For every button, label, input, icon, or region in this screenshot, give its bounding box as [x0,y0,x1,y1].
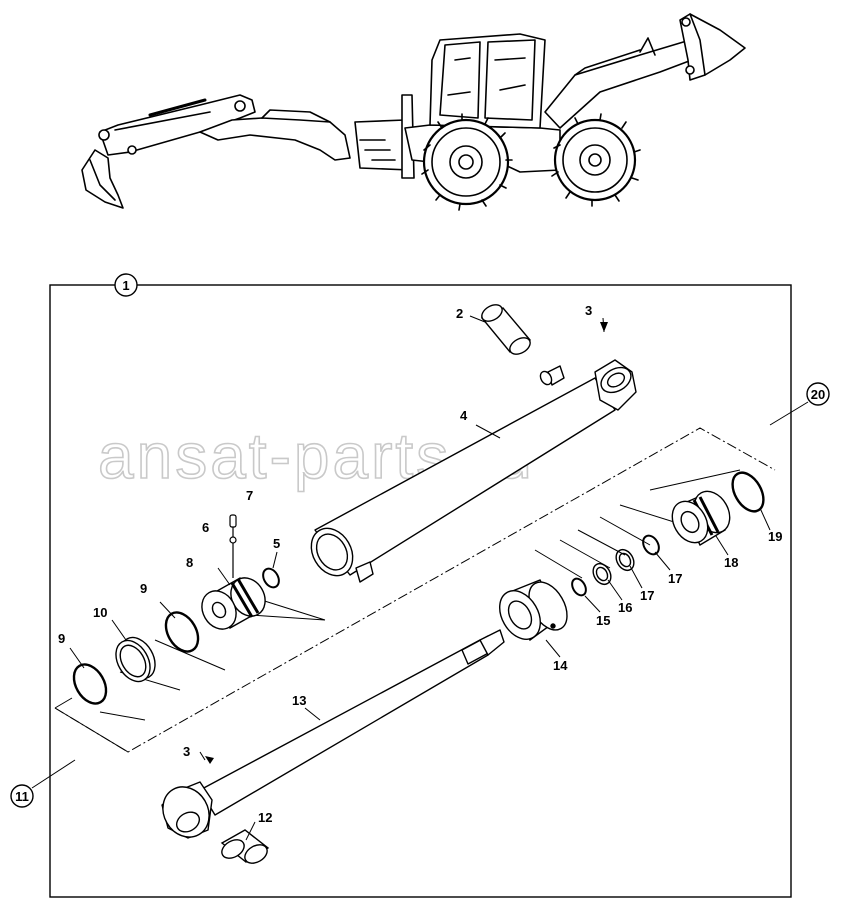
callout-numbers: 2 3 4 5 6 7 8 9 10 9 13 3 12 14 15 16 17… [58,303,782,825]
callout-5: 5 [273,536,280,551]
grease-fitting [229,514,237,578]
ring-label-20: 20 [806,382,830,406]
callout-18: 18 [724,555,738,570]
seal-16 [592,562,612,586]
seal-kit-outline [54,427,776,753]
ring-19 [731,471,765,513]
piston-nut [671,490,731,546]
callout-4: 4 [460,408,468,423]
callout-13: 13 [292,693,306,708]
callout-19: 19 [768,529,782,544]
ring-label-11: 11 [10,784,34,808]
callout-3-top: 3 [585,303,592,318]
backhoe-loader-illustration [81,13,746,211]
bushing-top [480,304,532,355]
callout-9-upper: 9 [140,581,147,596]
callout-15: 15 [596,613,610,628]
frame-label-circle: 1 [114,273,138,297]
callout-2: 2 [456,306,463,321]
piston-rod [161,629,505,839]
callout-17-upper: 17 [668,571,682,586]
cylinder-head-gland [499,579,568,642]
wear-ring-10 [115,636,156,683]
callout-12: 12 [258,810,272,825]
callout-8: 8 [186,555,193,570]
seal-17-upper [642,534,660,556]
callout-9-lower: 9 [58,631,65,646]
assembly-frame [49,284,792,898]
piston [201,577,266,630]
callout-3-bottom: 3 [183,744,190,759]
cylinder-barrel [310,359,637,583]
ring-label-20-text: 20 [811,387,825,402]
ring-9-upper [164,611,200,653]
seal-15 [571,577,587,597]
ring-label-11-text: 11 [15,789,29,804]
callout-14: 14 [553,658,568,673]
ring-9-lower [72,663,108,705]
callout-7: 7 [246,488,253,503]
bushing-bottom [220,829,270,864]
leader-lines [31,315,809,841]
seal-5 [262,567,280,589]
callout-17-lower: 17 [640,588,654,603]
frame-label: 1 [122,278,129,293]
callout-10: 10 [93,605,107,620]
seal-17-lower [615,548,635,572]
callout-16: 16 [618,600,632,615]
arrow-markers [205,322,608,764]
callout-6: 6 [202,520,209,535]
